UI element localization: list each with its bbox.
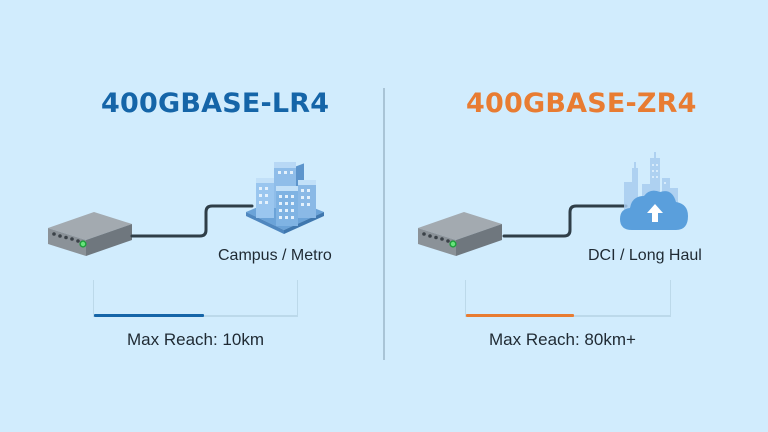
zr4-reach-label: Max Reach: 80km+ [489,330,636,349]
network-switch-icon [414,206,506,258]
panel-divider [383,88,385,360]
zr4-reach-scale [465,280,671,317]
cable-connector [502,204,628,238]
zr4-destination-label: DCI / Long Haul [588,247,702,264]
city-buildings-icon [242,160,326,238]
lr4-reach-scale [93,280,298,317]
lr4-destination-label: Campus / Metro [218,247,332,264]
lr4-title: 400GBASE-LR4 [101,88,330,119]
cable-connector [130,204,254,238]
zr4-reach-bar [466,314,574,317]
lr4-reach-bar [94,314,204,317]
network-switch-icon [44,206,136,258]
lr4-reach-label: Max Reach: 10km [127,330,264,349]
cloud-upload-city-icon [620,152,690,232]
zr4-title: 400GBASE-ZR4 [466,88,697,119]
